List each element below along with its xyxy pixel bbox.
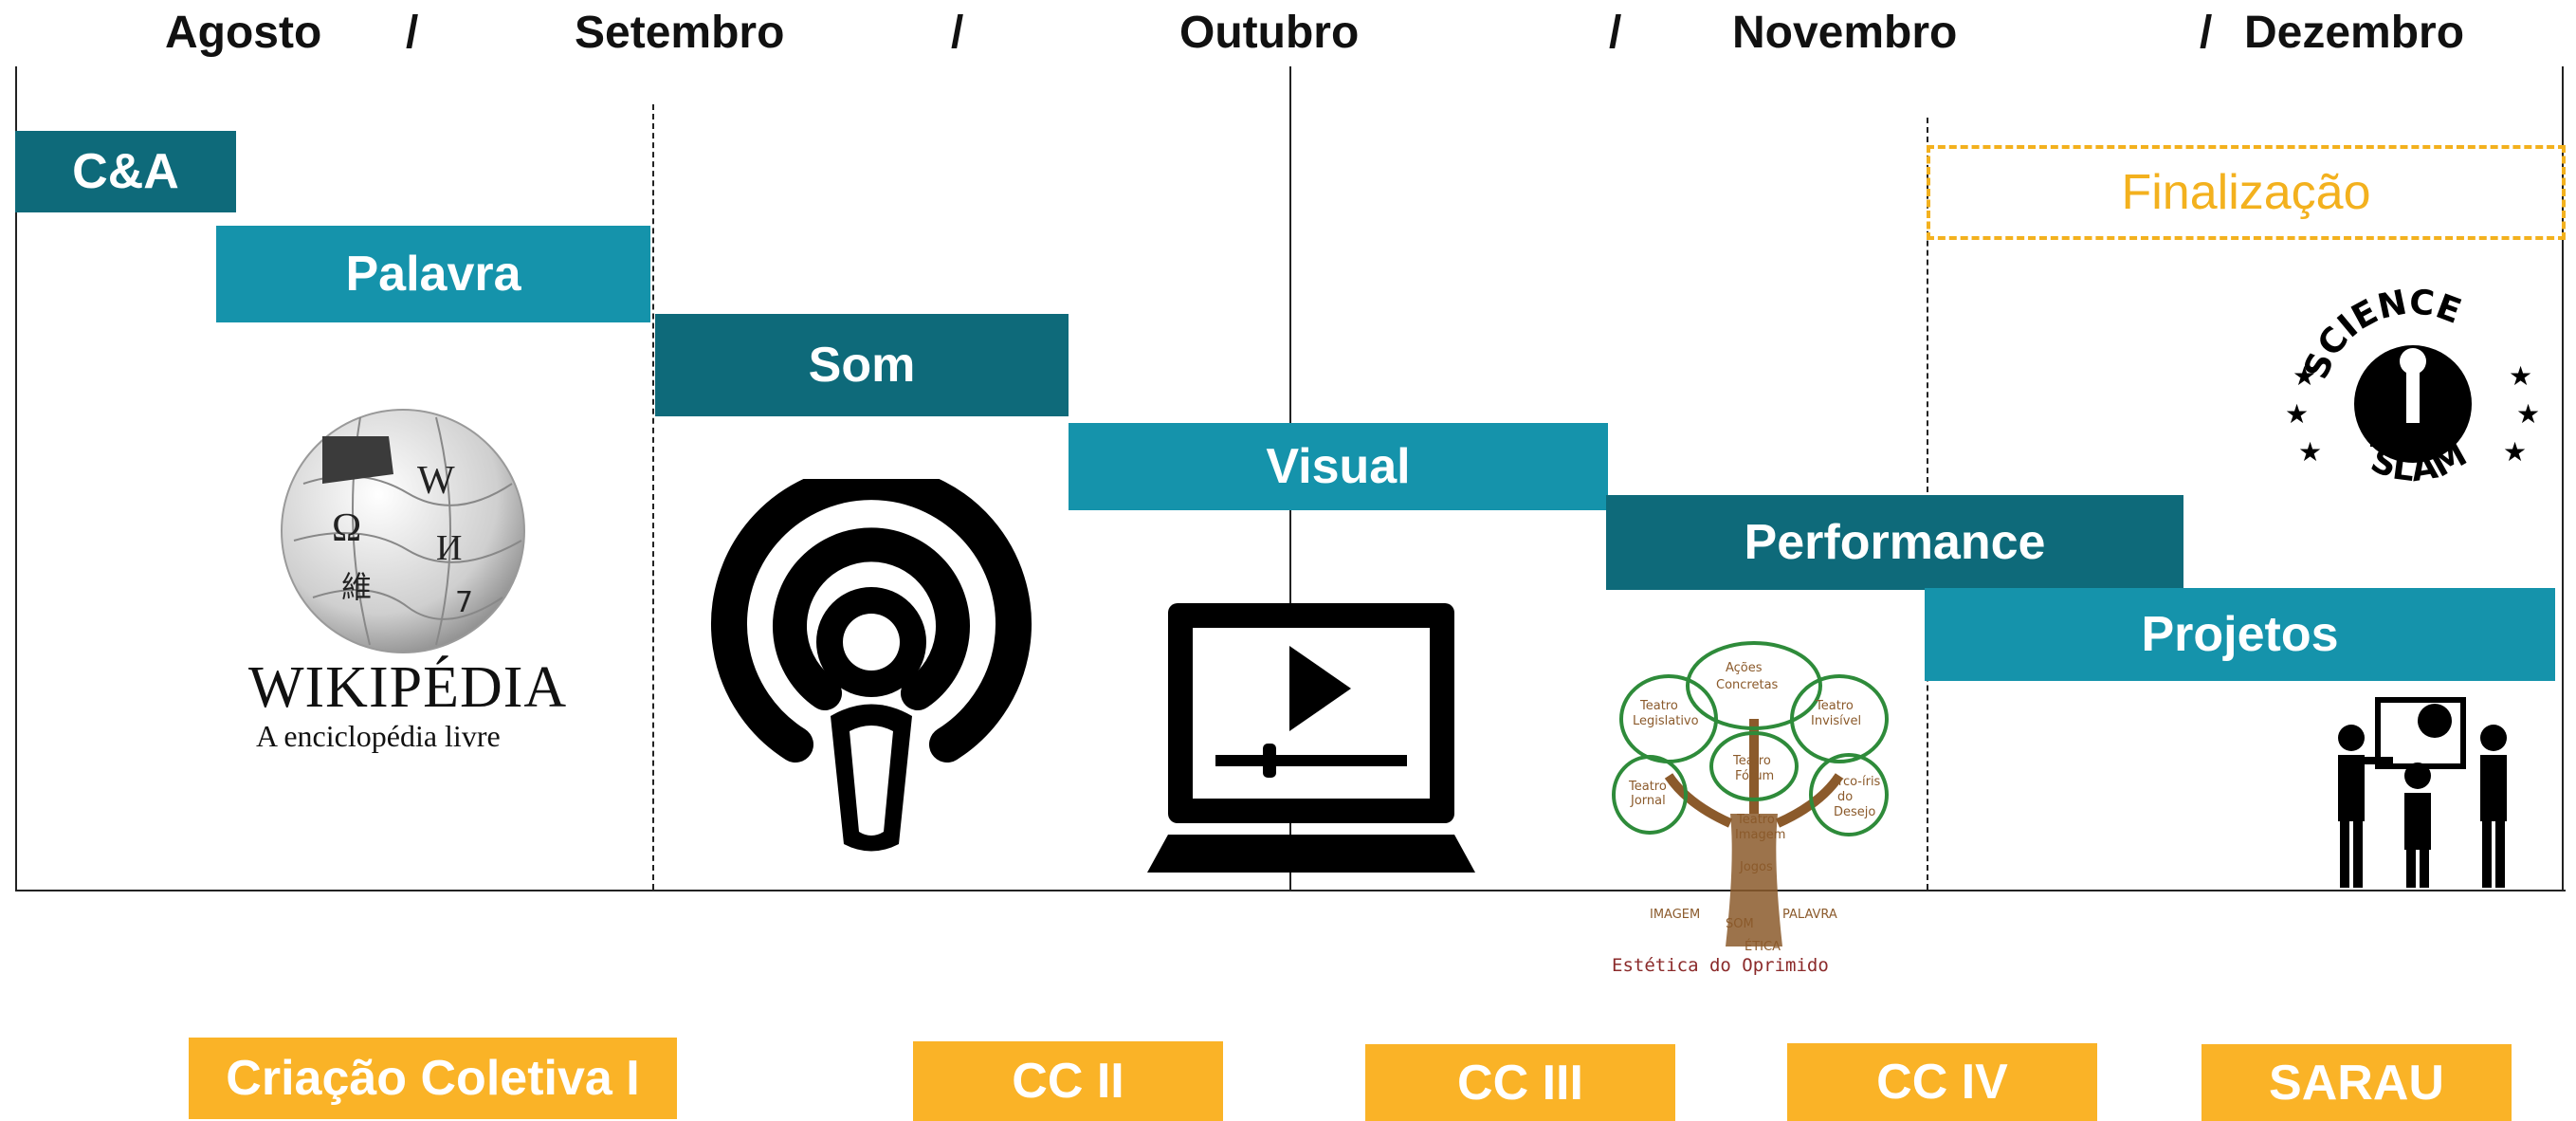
svg-text:Ações: Ações xyxy=(1726,661,1763,675)
month-outubro: Outubro xyxy=(1179,8,1360,58)
svg-text:Teatro: Teatro xyxy=(1628,780,1667,794)
svg-text:Desejo: Desejo xyxy=(1834,805,1875,819)
svg-text:IMAGEM: IMAGEM xyxy=(1650,908,1700,922)
event-label-sarau: SARAU xyxy=(2269,1055,2444,1111)
svg-text:Teatro: Teatro xyxy=(1732,754,1771,768)
month-separator: / xyxy=(2200,8,2213,58)
event-tag-cc4: CC IV xyxy=(1787,1043,2097,1121)
baseline-axis xyxy=(15,890,2566,891)
laptop-video-icon xyxy=(1147,603,1475,873)
presentation-icon xyxy=(2323,681,2528,890)
svg-text:★: ★ xyxy=(2298,436,2322,468)
svg-text:★: ★ xyxy=(2285,398,2309,430)
svg-text:★: ★ xyxy=(2509,360,2532,392)
month-separator: / xyxy=(406,8,419,58)
svg-text:★: ★ xyxy=(2503,436,2527,468)
phase-bar-som: Som xyxy=(655,314,1069,416)
month-separator: / xyxy=(1609,8,1622,58)
month-dezembro: Dezembro xyxy=(2244,8,2465,58)
svg-text:Concretas: Concretas xyxy=(1716,678,1779,692)
svg-text:★: ★ xyxy=(2516,398,2540,430)
month-agosto: Agosto xyxy=(165,8,322,58)
month-separator: / xyxy=(951,8,964,58)
event-tag-cc2: CC II xyxy=(913,1041,1223,1121)
svg-text:do: do xyxy=(1837,790,1853,804)
svg-text:Teatro: Teatro xyxy=(1639,699,1678,713)
podcast-icon xyxy=(709,464,1033,858)
svg-text:Estética do Oprimido: Estética do Oprimido xyxy=(1612,955,1829,976)
phase-bar-palavra: Palavra xyxy=(216,226,650,322)
svg-text:Teatro: Teatro xyxy=(1815,699,1854,713)
svg-text:Imagem: Imagem xyxy=(1735,828,1785,842)
phase-bar-finalizacao: Finalização xyxy=(1927,145,2566,240)
phase-label-som: Som xyxy=(808,338,916,393)
wikipedia-globe-icon: W Ω И 維 7 xyxy=(281,409,525,653)
svg-text:維: 維 xyxy=(341,569,372,605)
svg-text:W: W xyxy=(417,459,455,503)
phase-bar-visual: Visual xyxy=(1069,423,1608,510)
wikipedia-subtitle: A enciclopédia livre xyxy=(256,719,501,753)
divider-setembro xyxy=(652,104,654,890)
event-tag-cc1: Criação Coletiva I xyxy=(189,1038,677,1119)
svg-text:★: ★ xyxy=(2293,360,2316,392)
left-axis-line xyxy=(15,66,17,891)
event-label-cc4: CC IV xyxy=(1876,1055,2008,1110)
svg-text:Jogos: Jogos xyxy=(1739,860,1773,874)
phase-bar-performance: Performance xyxy=(1606,495,2183,590)
svg-text:Jornal: Jornal xyxy=(1630,794,1666,808)
svg-text:SOM: SOM xyxy=(1726,917,1754,931)
event-tag-cc3: CC III xyxy=(1365,1044,1675,1121)
month-novembro: Novembro xyxy=(1732,8,1958,58)
svg-text:Teatro: Teatro xyxy=(1736,813,1775,827)
svg-text:Invisível: Invisível xyxy=(1811,714,1861,728)
event-label-cc3: CC III xyxy=(1457,1055,1583,1111)
svg-text:7: 7 xyxy=(455,586,473,619)
right-axis-line xyxy=(2562,66,2564,890)
phase-label-projetos: Projetos xyxy=(2141,607,2339,662)
svg-text:И: И xyxy=(436,528,462,568)
phase-label-ca: C&A xyxy=(72,144,179,199)
phase-label-visual: Visual xyxy=(1266,439,1411,494)
event-label-cc1: Criação Coletiva I xyxy=(226,1051,640,1106)
phase-bar-projetos: Projetos xyxy=(1925,588,2555,681)
phase-bar-ca: C&A xyxy=(15,131,236,212)
svg-text:Legislativo: Legislativo xyxy=(1633,714,1699,728)
theatre-oppressed-tree: Ações Concretas Teatro Legislativo Teatr… xyxy=(1612,634,1896,981)
svg-text:Arco-íris: Arco-íris xyxy=(1830,775,1881,789)
svg-text:PALAVRA: PALAVRA xyxy=(1782,908,1837,922)
event-tag-sarau: SARAU xyxy=(2201,1044,2512,1121)
month-setembro: Setembro xyxy=(575,8,785,58)
wikipedia-logo: W Ω И 維 7 xyxy=(265,408,540,654)
wikipedia-title: WIKIPÉDIA xyxy=(248,655,568,720)
svg-text:Fórum: Fórum xyxy=(1735,769,1774,783)
svg-text:Ω: Ω xyxy=(332,506,361,550)
svg-text:ÉTICA: ÉTICA xyxy=(1745,939,1781,954)
event-label-cc2: CC II xyxy=(1012,1054,1124,1109)
phase-label-finalizacao: Finalização xyxy=(2121,165,2371,220)
phase-label-performance: Performance xyxy=(1744,515,2046,570)
phase-label-palavra: Palavra xyxy=(345,247,521,302)
science-slam-logo: SCIENCE SLAM ★★★ ★★★ xyxy=(2285,271,2541,537)
